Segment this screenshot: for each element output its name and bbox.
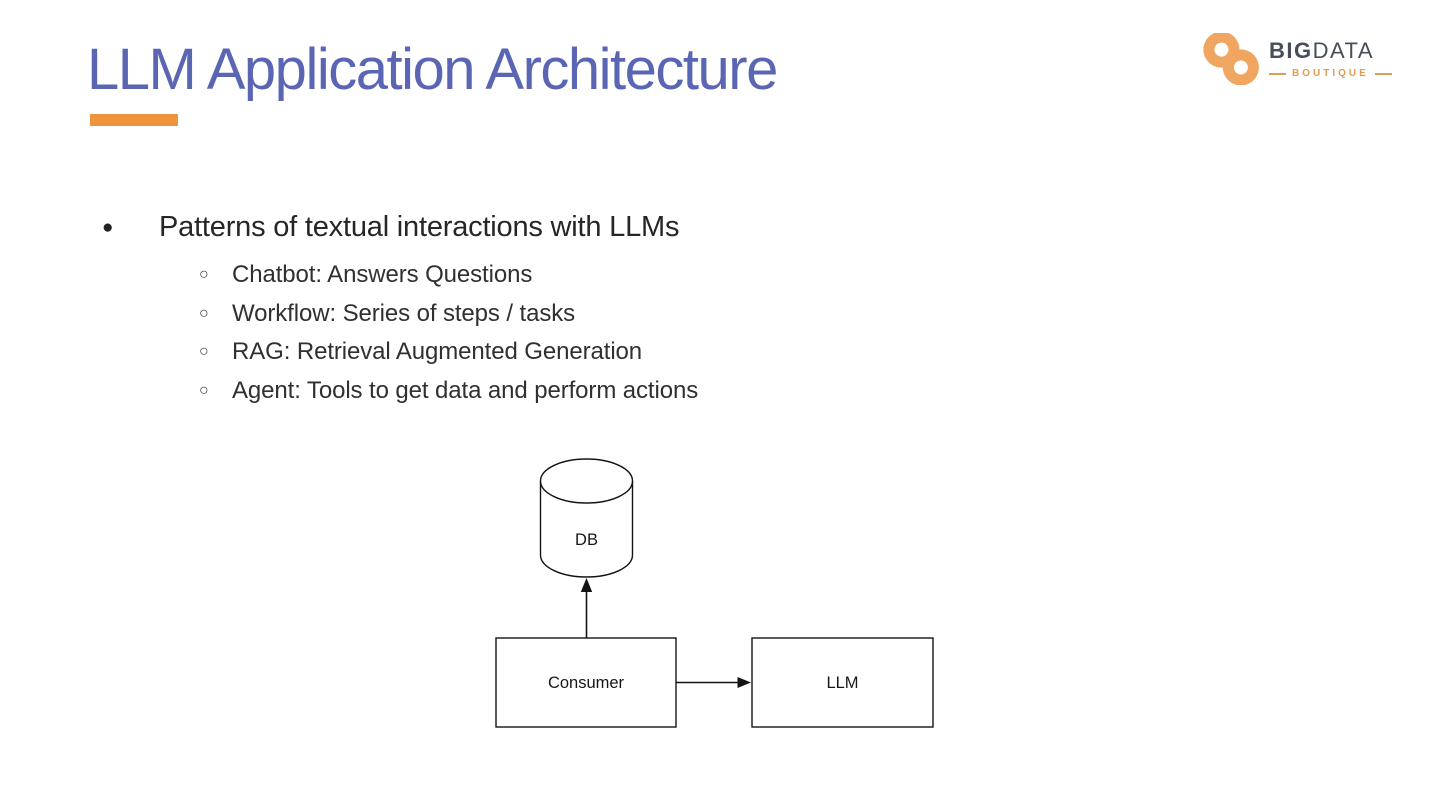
hollow-bullet-icon: ○ bbox=[199, 343, 209, 361]
list-item: ○ Agent: Tools to get data and perform a… bbox=[199, 372, 698, 411]
db-node: DB bbox=[539, 458, 634, 578]
arrowhead-right-icon bbox=[737, 677, 751, 688]
hollow-bullet-icon: ○ bbox=[199, 381, 209, 399]
list-item: ○ Chatbot: Answers Questions bbox=[199, 256, 698, 295]
llm-label: LLM bbox=[826, 674, 858, 692]
hollow-bullet-icon: ○ bbox=[199, 304, 209, 322]
main-bullet: ● Patterns of textual interactions with … bbox=[102, 206, 680, 248]
logo-dash-left bbox=[1269, 72, 1286, 75]
logo-dash-right bbox=[1374, 72, 1392, 75]
arrowhead-up-icon bbox=[580, 578, 593, 592]
consumer-label: Consumer bbox=[548, 674, 625, 692]
brand-logo: BIGDATA BOUTIQUE bbox=[1198, 33, 1392, 85]
page-title: LLM Application Architecture bbox=[87, 37, 778, 102]
list-item: ○ Workflow: Series of steps / tasks bbox=[199, 295, 698, 334]
llm-node: LLM bbox=[751, 637, 934, 728]
sub-bullet-list: ○ Chatbot: Answers Questions ○ Workflow:… bbox=[199, 256, 698, 410]
list-item: ○ RAG: Retrieval Augmented Generation bbox=[199, 333, 698, 372]
filled-bullet-icon: ● bbox=[102, 216, 114, 238]
architecture-diagram: DB Consumer LLM bbox=[495, 458, 934, 728]
logo-subtitle: BOUTIQUE bbox=[1269, 68, 1392, 79]
title-underline bbox=[90, 114, 178, 126]
logo-text-big: BIG bbox=[1269, 38, 1313, 63]
arrow-consumer-to-llm bbox=[676, 677, 751, 688]
main-bullet-text: Patterns of textual interactions with LL… bbox=[159, 210, 680, 243]
consumer-box bbox=[495, 637, 677, 728]
sub-bullet-text: RAG: Retrieval Augmented Generation bbox=[232, 338, 643, 366]
sub-bullet-text: Workflow: Series of steps / tasks bbox=[232, 299, 576, 327]
logo-wordmark: BIGDATA bbox=[1269, 40, 1392, 62]
db-label: DB bbox=[575, 531, 598, 549]
sub-bullet-text: Chatbot: Answers Questions bbox=[232, 261, 533, 289]
logo-text-data: DATA bbox=[1312, 38, 1375, 63]
consumer-node: Consumer bbox=[495, 637, 677, 728]
db-cylinder-body bbox=[539, 481, 634, 578]
infinity-icon bbox=[1203, 33, 1259, 85]
sub-bullet-text: Agent: Tools to get data and perform act… bbox=[232, 376, 699, 404]
logo-subtitle-text: BOUTIQUE bbox=[1292, 68, 1369, 79]
db-cylinder-top bbox=[539, 458, 634, 504]
llm-box bbox=[751, 637, 934, 728]
logo-text: BIGDATA BOUTIQUE bbox=[1269, 33, 1392, 79]
hollow-bullet-icon: ○ bbox=[199, 266, 209, 284]
arrow-consumer-to-db bbox=[580, 578, 593, 638]
